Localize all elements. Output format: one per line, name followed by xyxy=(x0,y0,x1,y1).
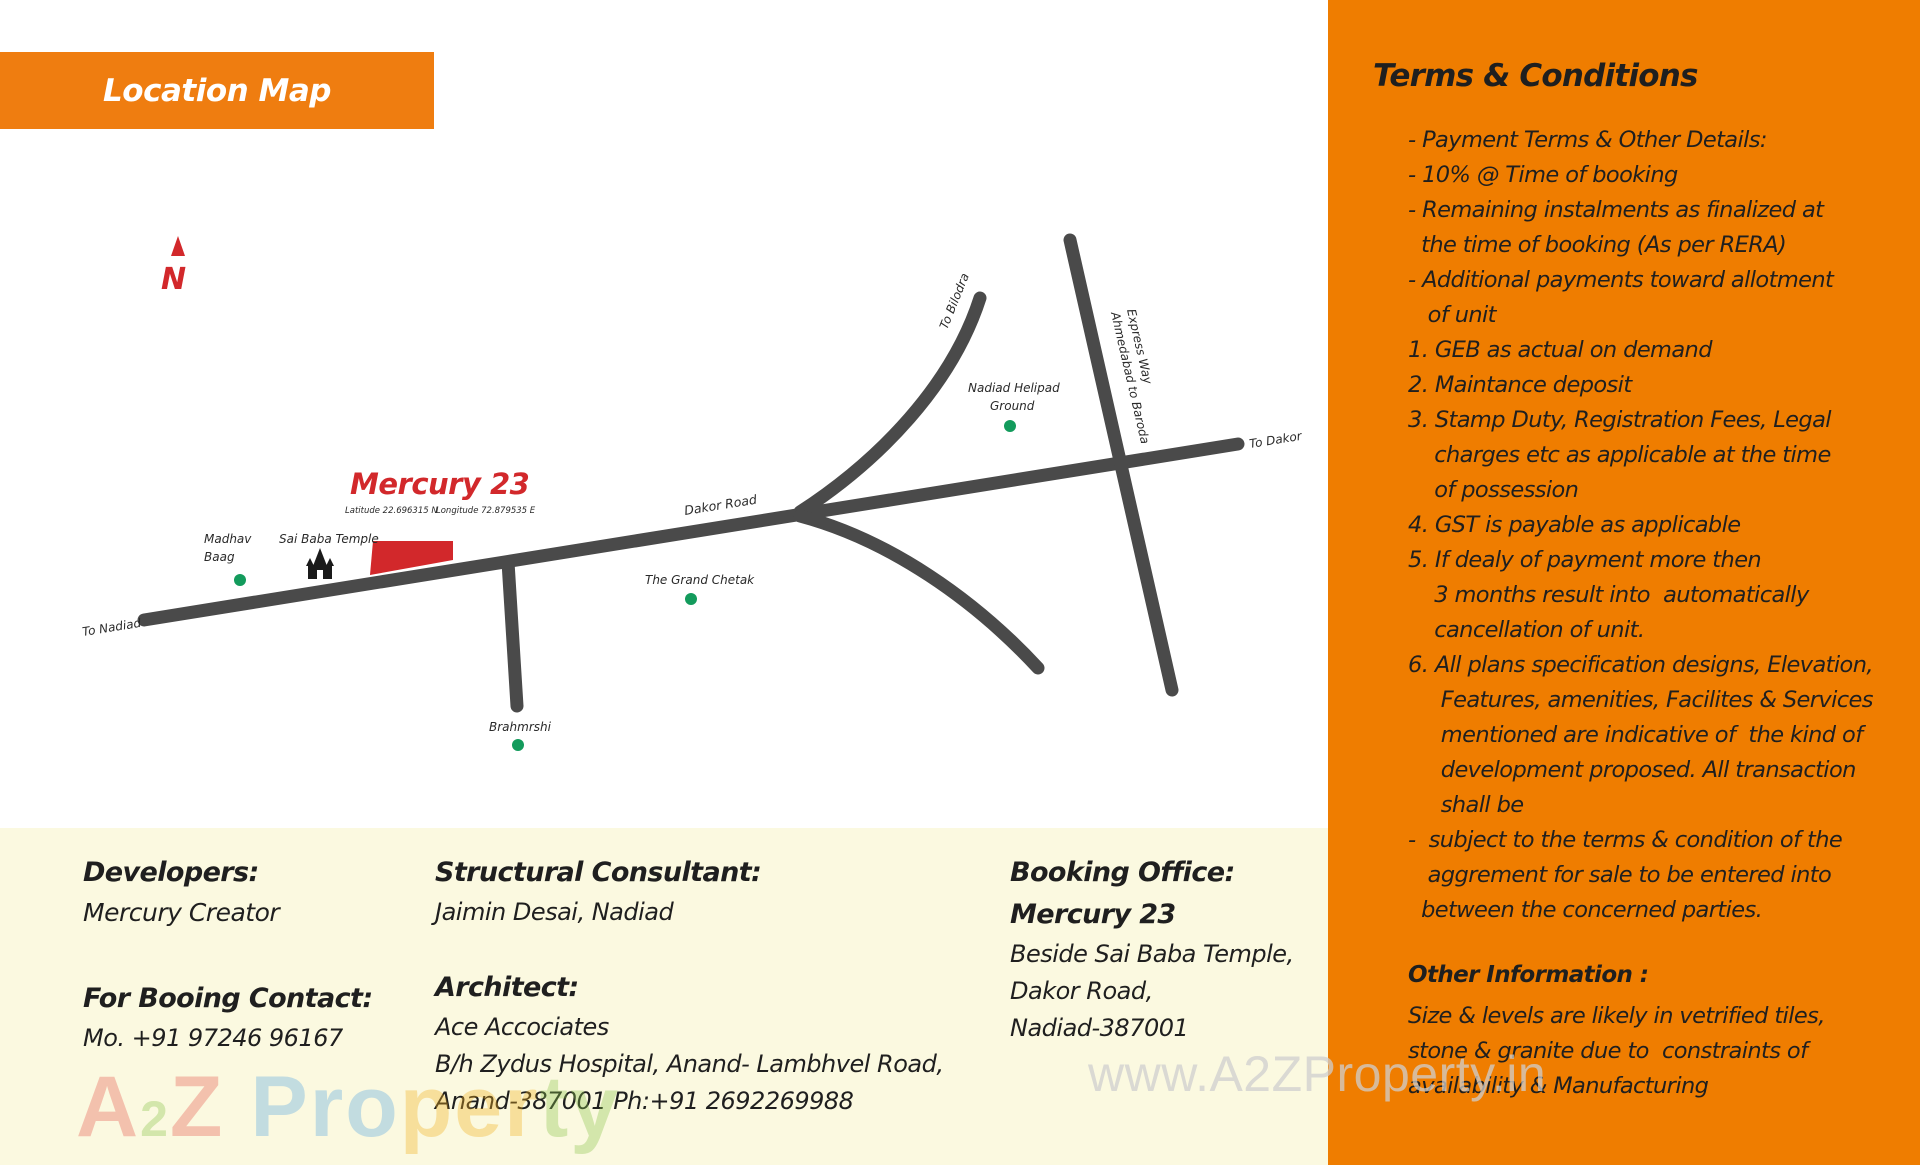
road-label-to-dakor: To Dakor xyxy=(1248,429,1303,451)
temple-icon xyxy=(306,548,334,579)
terms-line: the time of booking (As per RERA) xyxy=(1408,232,1787,258)
terms-panel xyxy=(1328,0,1920,1165)
other-info-line: availability & Manufacturing xyxy=(1408,1073,1709,1099)
terms-line: of unit xyxy=(1408,302,1497,328)
terms-line: cancellation of unit. xyxy=(1408,617,1645,643)
terms-line: 5. If dealy of payment more then xyxy=(1408,547,1762,573)
terms-line: - Additional payments toward allotment xyxy=(1408,267,1834,293)
north-arrow-icon xyxy=(171,236,185,256)
terms-line: - subject to the terms & condition of th… xyxy=(1408,827,1843,853)
terms-line: development proposed. All transaction xyxy=(1408,757,1857,783)
bilodra-road xyxy=(793,291,987,519)
terms-line: 1. GEB as actual on demand xyxy=(1408,337,1713,363)
terms-line: 3. Stamp Duty, Registration Fees, Legal xyxy=(1408,407,1832,433)
terms-line: charges etc as applicable at the time xyxy=(1408,442,1831,468)
landmark-label: Ground xyxy=(990,399,1035,413)
terms-line: - 10% @ Time of booking xyxy=(1408,162,1678,188)
landmark-label: Sai Baba Temple xyxy=(279,532,379,546)
terms-title: Terms & Conditions xyxy=(1373,58,1698,94)
brahmrshi-dot xyxy=(512,739,524,751)
grand-chetak-dot xyxy=(685,593,697,605)
location-map: N Mercury 23 Latitude 22.696315 N Longit… xyxy=(81,233,1304,751)
terms-list: - Payment Terms & Other Details: - 10% @… xyxy=(1408,123,1913,928)
branch-road xyxy=(793,509,1045,675)
structural-section: Structural Consultant: Jaimin Desai, Nad… xyxy=(435,852,762,931)
booking-office-line: Beside Sai Baba Temple, xyxy=(1010,940,1294,968)
helipad-dot xyxy=(1004,420,1016,432)
terms-line: mentioned are indicative of the kind of xyxy=(1408,722,1863,748)
expressway-road xyxy=(1063,233,1179,697)
terms-line: shall be xyxy=(1408,792,1524,818)
booking-office-name: Mercury 23 xyxy=(1010,899,1176,930)
north-label: N xyxy=(161,262,186,297)
booking-office-heading: Booking Office: xyxy=(1010,857,1235,888)
project-marker xyxy=(370,541,453,575)
road-label-dakor-road: Dakor Road xyxy=(683,492,758,518)
booking-office-line: Dakor Road, xyxy=(1010,977,1153,1005)
terms-line: 6. All plans specification designs, Elev… xyxy=(1408,652,1874,678)
terms-line: of possession xyxy=(1408,477,1579,503)
road-label-to-nadiad: To Nadiad xyxy=(81,616,142,639)
booking-office-section: Booking Office: Mercury 23 Beside Sai Ba… xyxy=(1010,852,1294,1047)
terms-line: - Remaining instalments as finalized at xyxy=(1408,197,1824,223)
brahmrshi-road xyxy=(501,555,524,713)
terms-line: 4. GST is payable as applicable xyxy=(1408,512,1741,538)
contact-panel xyxy=(0,828,1328,1165)
page-title: Location Map xyxy=(0,52,434,129)
architect-heading: Architect: xyxy=(435,972,579,1003)
landmark-label: Baag xyxy=(204,550,235,564)
architect-section: Architect: Ace Accociates B/h Zydus Hosp… xyxy=(435,967,944,1120)
architect-line: Ace Accociates xyxy=(435,1013,609,1041)
terms-line: 2. Maintance deposit xyxy=(1408,372,1632,398)
developers-section: Developers: Mercury Creator xyxy=(83,852,280,932)
structural-name: Jaimin Desai, Nadiad xyxy=(435,898,674,926)
developers-name: Mercury Creator xyxy=(83,898,280,927)
terms-line: between the concerned parties. xyxy=(1408,897,1763,923)
architect-line: B/h Zydus Hospital, Anand- Lambhvel Road… xyxy=(435,1050,944,1078)
developers-heading: Developers: xyxy=(83,857,259,888)
other-info-list: Size & levels are likely in vetrified ti… xyxy=(1408,999,1825,1104)
watermark-logo: A2Z Property xyxy=(76,1059,621,1155)
project-name: Mercury 23 xyxy=(350,467,529,501)
project-latitude: Latitude 22.696315 N xyxy=(345,506,438,516)
landmark-label: Madhav xyxy=(204,532,252,546)
landmark-label: Nadiad Helipad xyxy=(968,381,1060,395)
terms-line: aggrement for sale to be entered into xyxy=(1408,862,1832,888)
booking-contact-section: For Booing Contact: Mo. +91 97246 96167 xyxy=(83,978,373,1057)
booking-contact-phone: Mo. +91 97246 96167 xyxy=(83,1024,343,1052)
landmark-label: Brahmrshi xyxy=(489,720,552,734)
booking-office-line: Nadiad-387001 xyxy=(1010,1014,1189,1042)
terms-line: - Payment Terms & Other Details: xyxy=(1408,127,1768,153)
landmark-label: The Grand Chetak xyxy=(645,573,755,587)
booking-contact-heading: For Booing Contact: xyxy=(83,983,373,1014)
watermark-url: www.A2ZProperty.in xyxy=(1088,1046,1547,1102)
other-info-line: Size & levels are likely in vetrified ti… xyxy=(1408,1003,1825,1029)
dakor-road xyxy=(137,437,1245,627)
project-longitude: Longitude 72.879535 E xyxy=(436,506,536,516)
madhav-baag-dot xyxy=(234,574,246,586)
north-arrow: N xyxy=(161,236,186,297)
other-info-title: Other Information : xyxy=(1408,962,1649,988)
terms-line: Features, amenities, Facilites & Service… xyxy=(1408,687,1874,713)
architect-line: Anand-387001 Ph:+91 2692269988 xyxy=(435,1087,854,1115)
terms-line: 3 months result into automatically xyxy=(1408,582,1809,608)
other-info-line: stone & granite due to constraints of xyxy=(1408,1038,1808,1064)
structural-heading: Structural Consultant: xyxy=(435,857,762,888)
